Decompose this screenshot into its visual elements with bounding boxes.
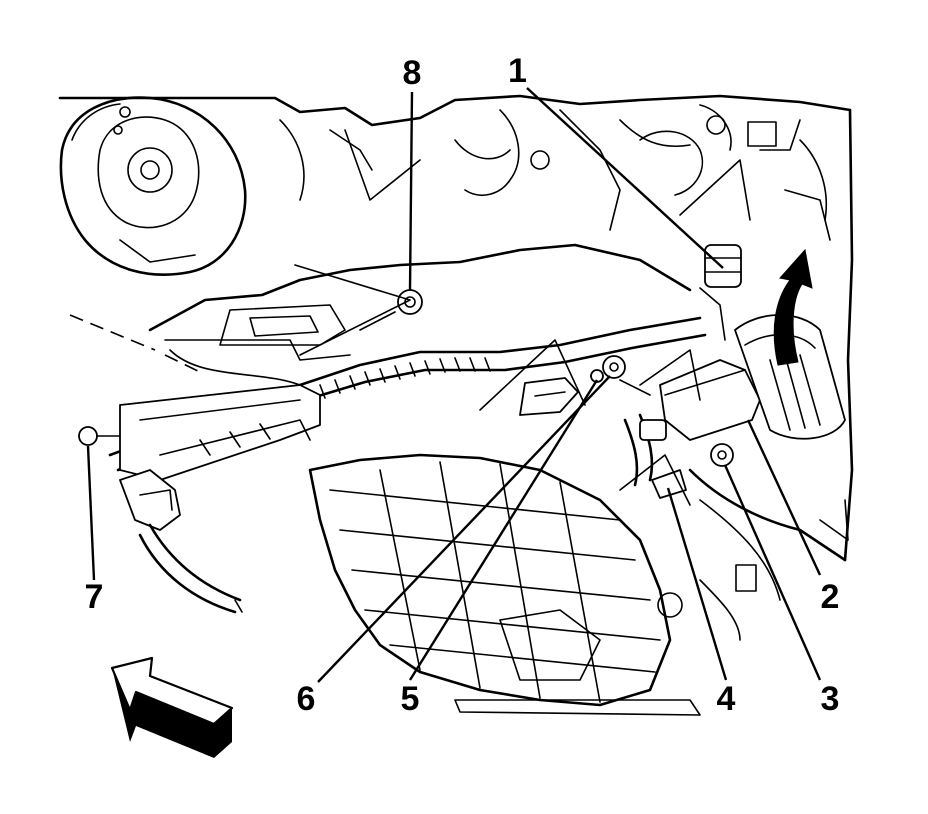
leader-lines xyxy=(86,87,822,683)
leader-3 xyxy=(723,464,822,681)
leader-2 xyxy=(746,419,822,576)
callout-2: 2 xyxy=(821,578,840,616)
engine-block xyxy=(58,94,854,716)
alignment-guides xyxy=(294,129,751,506)
leader-7 xyxy=(86,445,96,581)
bracket-4 xyxy=(651,469,687,499)
callout-5: 5 xyxy=(401,680,420,718)
leader-5 xyxy=(408,379,599,681)
fasteners xyxy=(78,289,734,499)
leader-8 xyxy=(408,91,414,291)
bolt-7 xyxy=(78,426,121,446)
callout-7: 7 xyxy=(85,578,104,616)
hose-clip xyxy=(519,377,579,416)
leader-6 xyxy=(317,375,611,683)
nut-3 xyxy=(710,443,734,467)
callout-1: 1 xyxy=(508,52,527,90)
callout-4: 4 xyxy=(717,680,736,718)
leader-4 xyxy=(666,487,728,681)
crankshaft-pulley xyxy=(59,96,247,276)
front-direction-arrow xyxy=(110,656,234,758)
callout-3: 3 xyxy=(821,680,840,718)
leader-1 xyxy=(526,87,724,269)
callout-8: 8 xyxy=(403,54,422,92)
callout-6: 6 xyxy=(297,680,316,718)
oil-cooler-hose-assembly xyxy=(69,314,707,614)
bolt-6 xyxy=(602,355,626,379)
oil-filter-adapter xyxy=(619,248,846,487)
oil-pan-ribs xyxy=(308,453,701,716)
callout-labels: 1 8 7 2 6 5 4 3 xyxy=(85,52,840,718)
